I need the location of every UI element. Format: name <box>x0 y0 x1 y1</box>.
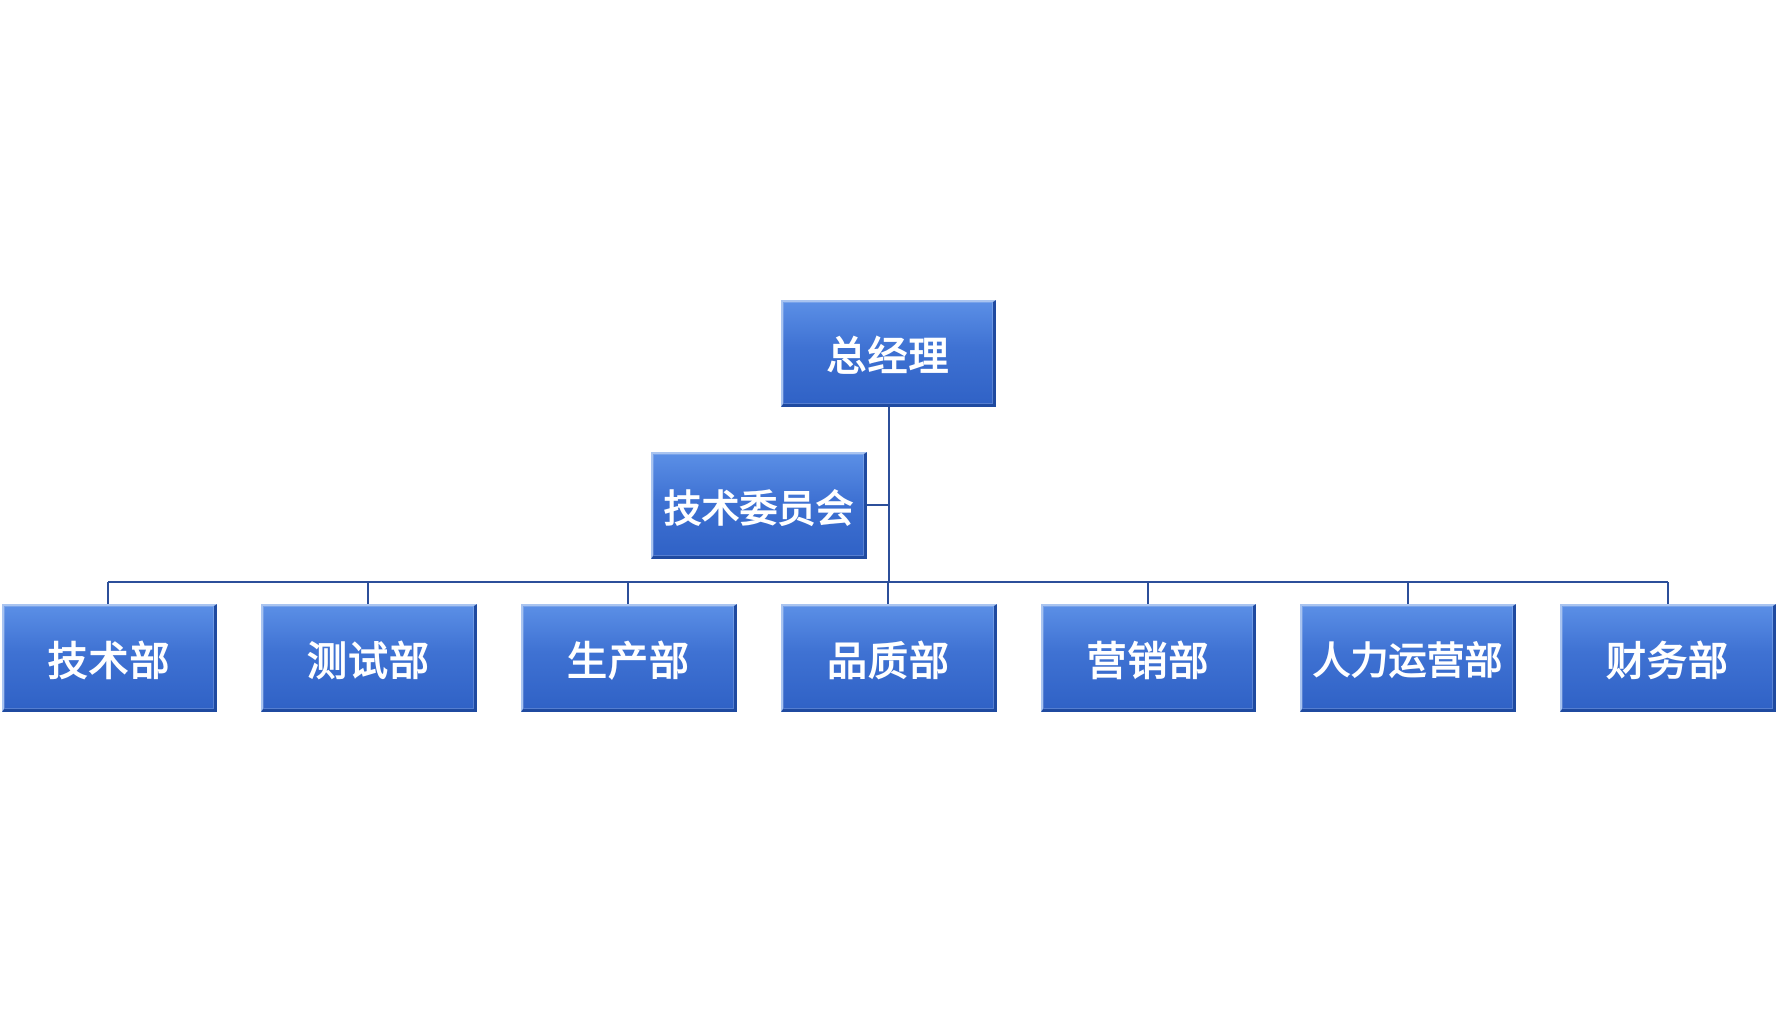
department-node-marketing[interactable]: 营销部 <box>1041 604 1256 712</box>
root-node-general-manager[interactable]: 总经理 <box>781 300 996 407</box>
department-node-quality[interactable]: 品质部 <box>781 604 997 712</box>
department-node-testing[interactable]: 测试部 <box>261 604 477 712</box>
department-node-production[interactable]: 生产部 <box>521 604 737 712</box>
department-node-hr-operations[interactable]: 人力运营部 <box>1300 604 1516 712</box>
department-node-finance[interactable]: 财务部 <box>1560 604 1776 712</box>
assistant-node-technical-committee[interactable]: 技术委员会 <box>651 452 867 559</box>
department-node-tech[interactable]: 技术部 <box>2 604 217 712</box>
